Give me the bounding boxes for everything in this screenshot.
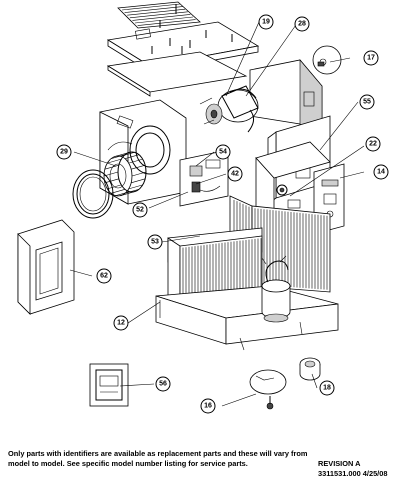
- svg-text:42: 42: [231, 171, 239, 178]
- callout-28: 28: [294, 16, 310, 32]
- terminal-cover: [249, 369, 287, 410]
- svg-text:56: 56: [159, 381, 167, 388]
- callouts: 19 28 17 55 29 54 22 42: [56, 14, 389, 414]
- fan-motor-assembly: [199, 85, 259, 133]
- blower-wheel: [103, 151, 147, 197]
- callout-17: 17: [363, 50, 379, 66]
- compressor: [261, 255, 291, 323]
- callout-52: 52: [132, 202, 148, 218]
- svg-text:28: 28: [298, 21, 306, 28]
- callout-14: 14: [373, 164, 389, 180]
- svg-text:12: 12: [117, 320, 125, 327]
- callout-55: 55: [359, 94, 375, 110]
- callout-53: 53: [147, 234, 163, 250]
- callout-62: 62: [96, 268, 112, 284]
- callout-18: 18: [319, 380, 335, 396]
- svg-text:19: 19: [262, 19, 270, 26]
- svg-text:54: 54: [219, 149, 227, 156]
- svg-text:62: 62: [100, 273, 108, 280]
- partition-panel: [106, 51, 248, 97]
- leader-lines: [69, 21, 365, 407]
- footer-note: Only parts with identifiers are availabl…: [8, 449, 308, 468]
- svg-text:55: 55: [363, 99, 371, 106]
- filter-bracket: [89, 363, 129, 407]
- callout-42: 42: [227, 166, 243, 182]
- inlet-ring: [72, 169, 114, 219]
- revision-label: REVISION A: [318, 459, 361, 468]
- svg-text:52: 52: [136, 207, 144, 214]
- svg-text:14: 14: [377, 169, 385, 176]
- callout-16: 16: [200, 398, 216, 414]
- callout-29: 29: [56, 144, 72, 160]
- callout-12: 12: [113, 315, 129, 331]
- top-grille-panel: [117, 1, 201, 29]
- svg-text:17: 17: [367, 55, 375, 62]
- callout-54: 54: [215, 144, 231, 160]
- svg-text:53: 53: [151, 239, 159, 246]
- document-number: 3311531.000 4/25/08: [318, 469, 388, 478]
- overload-protector: [299, 357, 321, 381]
- svg-text:22: 22: [369, 141, 377, 148]
- capacitor: [312, 45, 342, 75]
- svg-text:29: 29: [60, 149, 68, 156]
- svg-text:16: 16: [204, 403, 212, 410]
- callout-19: 19: [258, 14, 274, 30]
- base-pan: [155, 285, 339, 351]
- callout-22: 22: [365, 136, 381, 152]
- callout-56: 56: [155, 376, 171, 392]
- outdoor-grille: [17, 219, 75, 315]
- revision-block: REVISION A 3311531.000 4/25/08: [318, 459, 404, 479]
- svg-text:18: 18: [323, 385, 331, 392]
